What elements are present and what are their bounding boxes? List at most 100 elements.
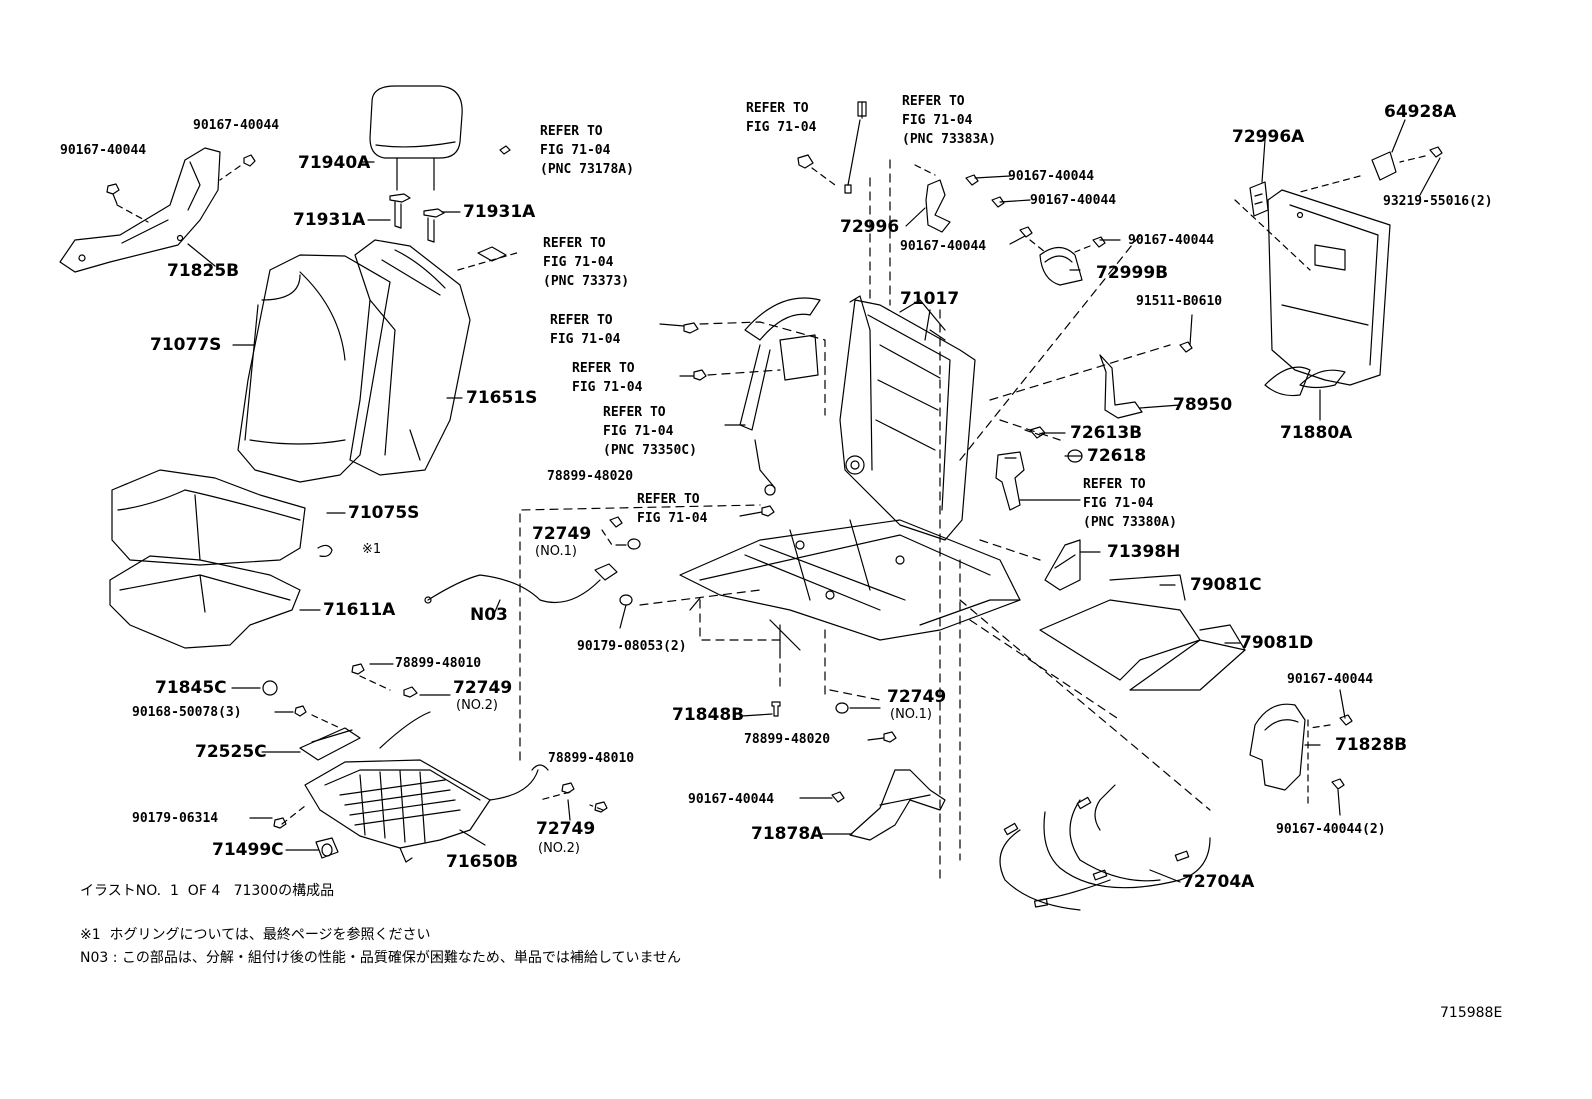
callout-72613b: 72613B: [1070, 423, 1143, 443]
callout-no2: (NO.2): [456, 698, 498, 713]
refer-fig-71-04: REFER TO FIG 71-04: [572, 361, 643, 395]
callout-71650b: 71650B: [446, 852, 519, 872]
callout-64928a: 64928A: [1384, 102, 1457, 122]
callout-72749: 72749: [536, 819, 596, 839]
bracket-72996-drawing: [925, 174, 1005, 233]
callout-78899-48010: 78899-48010: [395, 656, 482, 671]
callout-71878a: 71878A: [751, 824, 824, 844]
callout-72749: 72749: [887, 687, 947, 707]
callout-71845c: 71845C: [155, 678, 227, 698]
callout-71825b: 71825B: [167, 261, 240, 281]
seatback-pad-drawing: [349, 239, 471, 476]
buckle-drawing: [995, 451, 1025, 511]
cushion-cover-drawing: [111, 469, 306, 566]
cushion-frame-drawing: [304, 759, 539, 863]
callout-71880a: 71880A: [1280, 423, 1353, 443]
callout-78950: 78950: [1173, 395, 1233, 415]
callout-71017: 71017: [900, 289, 960, 309]
illustration-note: イラストNO. 1 OF 4 71300の構成品: [80, 883, 335, 899]
callout-72525c: 72525C: [195, 742, 267, 762]
callout-72749: 72749: [453, 678, 513, 698]
seatback-cover-drawing: [237, 254, 391, 483]
callout-71398h: 71398H: [1107, 542, 1181, 562]
callout-90167-40044: 90167-40044: [193, 118, 280, 133]
cable-n03-drawing: [424, 563, 618, 604]
callout-90167-40044: 90167-40044: [1128, 233, 1215, 248]
figure-id: 715988E: [1440, 1005, 1503, 1021]
refer-pnc-73380a: REFER TO FIG 71-04 (PNC 73380A): [1083, 477, 1177, 530]
callout-78899-48010: 78899-48010: [548, 751, 635, 766]
mat-drawing: [1039, 574, 1246, 691]
callout-78899-48020: 78899-48020: [744, 732, 831, 747]
cushion-pad-drawing: [109, 555, 301, 649]
seat-rail-drawing: [679, 519, 1021, 651]
bracket-78950-drawing: [1099, 341, 1193, 419]
callout-93219-55016: 93219-55016(2): [1383, 194, 1493, 209]
callout-71611a: 71611A: [323, 600, 396, 620]
callout-note-1: ※1: [362, 542, 382, 557]
callout-90167-40044: 90167-40044: [688, 792, 775, 807]
callout-90167-40044: 90167-40044: [1008, 169, 1095, 184]
seat-belt-drawing: [683, 297, 821, 517]
cable-72704a-drawing: [999, 784, 1211, 911]
callout-79081d: 79081D: [1240, 633, 1314, 653]
bracket-71878a-drawing: [831, 769, 946, 841]
back-board-drawing: [1264, 189, 1391, 397]
callout-71931a-left: 71931A: [293, 210, 366, 230]
callout-no1: (NO.1): [890, 707, 932, 722]
callout-72996a: 72996A: [1232, 127, 1305, 147]
callout-72996: 72996: [840, 217, 900, 237]
lever-bracket-drawing: [299, 711, 431, 761]
callout-90168-50078: 90168-50078(3): [132, 705, 242, 720]
refer-pnc-73373: REFER TO FIG 71-04 (PNC 73373): [543, 236, 630, 289]
clip-drawing: [477, 145, 511, 262]
callout-71077s: 71077S: [150, 335, 222, 355]
side-cover-71825b-drawing: [59, 147, 221, 273]
hog-ring-note: ※1 ホグリングについては、最終ページを参照ください: [80, 927, 431, 943]
clip-72996a-drawing: [1249, 181, 1269, 217]
headrest-drawing: [369, 85, 463, 191]
refer-pnc-73383a: REFER TO FIG 71-04 (PNC 73383A): [902, 94, 996, 147]
callout-no2: (NO.2): [538, 841, 580, 856]
callout-no1: (NO.1): [535, 544, 577, 559]
callout-79081c: 79081C: [1190, 575, 1262, 595]
refer-fig-71-04: REFER TO FIG 71-04: [550, 313, 621, 347]
clip-64928a-drawing: [1371, 146, 1443, 181]
damper-drawing: [315, 837, 339, 859]
refer-pnc-73350c: REFER TO FIG 71-04 (PNC 73350C): [603, 405, 697, 458]
callout-90179-08053: 90179-08053(2): [577, 639, 687, 654]
cover-71828b-drawing: [1249, 703, 1353, 791]
callout-90167-40044: 90167-40044: [900, 239, 987, 254]
callout-90167-40044: 90167-40044: [1287, 672, 1374, 687]
callout-71848b: 71848B: [672, 705, 745, 725]
callout-71828b: 71828B: [1335, 735, 1408, 755]
callout-91511-b0610: 91511-B0610: [1136, 294, 1223, 309]
refer-pnc-73178a: REFER TO FIG 71-04 (PNC 73178A): [540, 124, 634, 177]
callout-72618: 72618: [1087, 446, 1147, 466]
n03-note: N03 : この部品は、分解・組付け後の性能・品質確保が困難なため、単品では補給…: [80, 950, 682, 966]
callout-78899-48020: 78899-48020: [547, 469, 634, 484]
callout-72999b: 72999B: [1096, 263, 1169, 283]
callout-71499c: 71499C: [212, 840, 284, 860]
callout-n03: N03: [470, 605, 508, 625]
callout-90167-40044: 90167-40044(2): [1276, 822, 1386, 837]
callout-71931a-right: 71931A: [463, 202, 536, 222]
bracket-71398h-drawing: [1044, 539, 1081, 591]
bolt-icon: [106, 154, 256, 205]
callout-71651s: 71651S: [466, 388, 538, 408]
callout-72704a: 72704A: [1182, 872, 1255, 892]
callout-90179-06314: 90179-06314: [132, 811, 219, 826]
callout-72749: 72749: [532, 524, 592, 544]
refer-fig-71-04: REFER TO FIG 71-04: [746, 101, 817, 135]
callout-90167-40044: 90167-40044: [1030, 193, 1117, 208]
headrest-support-drawing: [389, 193, 445, 243]
callout-90167-40044: 90167-40044: [60, 143, 147, 158]
seatback-frame-drawing: [839, 295, 976, 541]
cover-72999b-drawing: [1019, 226, 1106, 286]
refer-fig-71-04: REFER TO FIG 71-04: [637, 492, 708, 526]
screw-icons-left: [262, 663, 608, 829]
callout-71940a: 71940A: [298, 153, 371, 173]
callout-71075s: 71075S: [348, 503, 420, 523]
